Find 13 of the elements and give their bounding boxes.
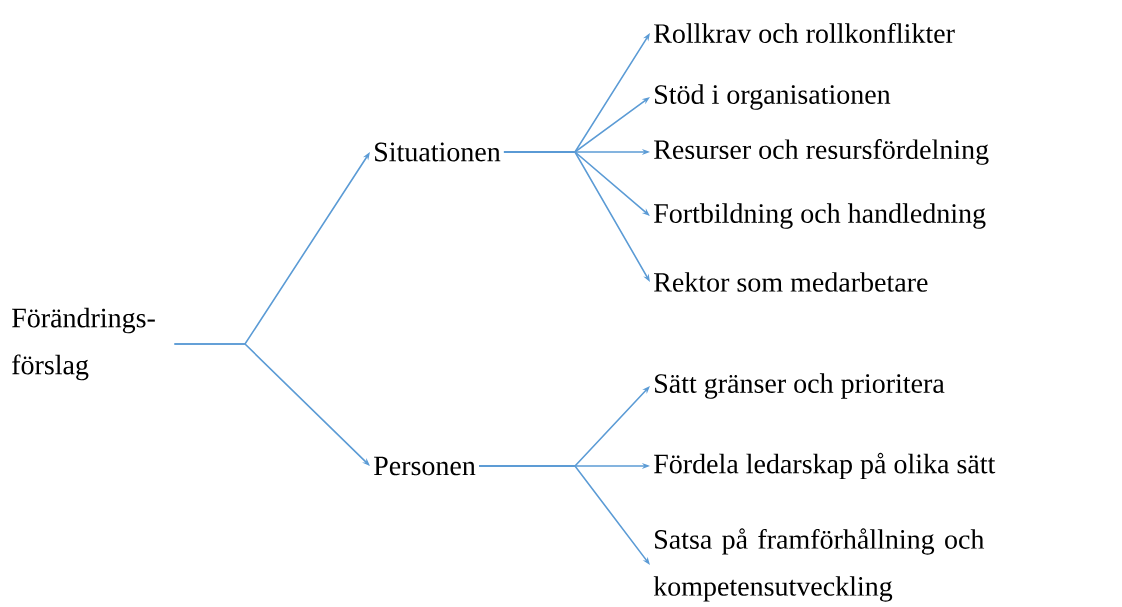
text-label: Fördela ledarskap på olika sätt	[654, 452, 996, 480]
text-label: Förändrings- förslag	[12, 307, 155, 381]
arrow	[478, 465, 650, 565]
arrow	[173, 343, 370, 466]
text-label: Sätt gränser och prioritera	[655, 373, 945, 399]
text-label: Rektor som medarbetare	[654, 272, 928, 292]
text-label: Satsa på framförhållning och kompetensutveckling	[653, 528, 985, 602]
text-label: Rollkrav och rollkonflikter	[654, 23, 955, 43]
text-label: Resurser och resursfördelning	[654, 139, 989, 165]
text-label: Personen	[374, 456, 476, 476]
text-label: Fortbildning och handledning	[654, 203, 986, 229]
text-label: Situationen	[375, 142, 501, 162]
text-label: Stöd i organisationen	[655, 84, 891, 110]
